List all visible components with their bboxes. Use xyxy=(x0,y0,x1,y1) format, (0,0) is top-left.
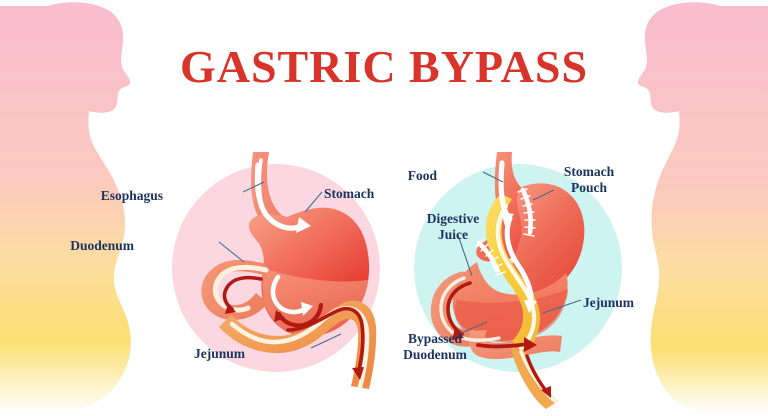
silhouette-before xyxy=(0,2,131,414)
common-limb-arrowhead xyxy=(541,386,551,398)
silhouette-after xyxy=(637,2,768,414)
leader-duodenum xyxy=(218,241,245,263)
churn-arrow-red xyxy=(276,302,324,328)
churn-arrowhead-red xyxy=(274,310,285,322)
churn-arrow-white xyxy=(270,274,306,315)
duodenum-arrowhead xyxy=(225,303,236,314)
food-flow-arrowhead-left xyxy=(296,217,311,233)
left-leader-lines xyxy=(218,181,342,349)
leader-stomach xyxy=(304,191,323,213)
food-flow-arrow-right xyxy=(498,160,510,218)
roux-flow-arrowhead xyxy=(524,300,537,313)
duodenum-flow-arrow xyxy=(222,275,263,311)
roux-limb-lumen xyxy=(495,203,537,351)
duodenum-organ xyxy=(201,260,268,320)
right-leader-lines xyxy=(457,171,582,335)
leader-jejunum-right xyxy=(542,299,582,314)
leader-bypassed-duodenum xyxy=(458,321,488,335)
duodenum-lumen xyxy=(212,264,269,313)
page-title: GASTRIC BYPASS xyxy=(179,41,589,92)
digestive-juice-arrowhead xyxy=(452,328,464,340)
label-duodenum: Duodenum xyxy=(70,238,134,253)
label-stomach-pouch: Stomach Pouch xyxy=(563,164,615,195)
jejunum-organ xyxy=(219,300,377,389)
label-jejunum-right: Jejunum xyxy=(583,295,635,310)
label-bypassed-duodenum: Bypassed Duodenum xyxy=(403,331,467,362)
label-esophagus: Esophagus xyxy=(100,188,163,203)
leader-digestive-juice xyxy=(457,234,473,277)
staple-line-lower xyxy=(475,238,506,276)
label-digestive-juice: Digestive Juice xyxy=(426,211,480,242)
label-food: Food xyxy=(407,168,437,183)
digestive-juice-arrow xyxy=(446,281,472,336)
label-jejunum: Jejunum xyxy=(193,346,245,361)
leader-stomach-pouch xyxy=(532,189,555,201)
jejunum-flow-arrow xyxy=(286,306,365,376)
bypassed-duodenum-organ xyxy=(430,271,477,347)
churn-arrowhead-white xyxy=(301,302,313,316)
jejunum-arrowhead xyxy=(352,367,364,380)
leader-esophagus xyxy=(242,181,265,193)
remnant-stomach-shade xyxy=(454,289,568,343)
leader-jejunum xyxy=(310,333,342,349)
bypassed-duodenum-lumen xyxy=(439,276,501,342)
label-stomach: Stomach xyxy=(324,186,375,201)
roux-flow-arrow xyxy=(504,215,534,306)
staple-line-upper xyxy=(517,187,536,237)
bypass-join-arrowhead xyxy=(524,337,537,352)
leader-food xyxy=(482,171,504,183)
